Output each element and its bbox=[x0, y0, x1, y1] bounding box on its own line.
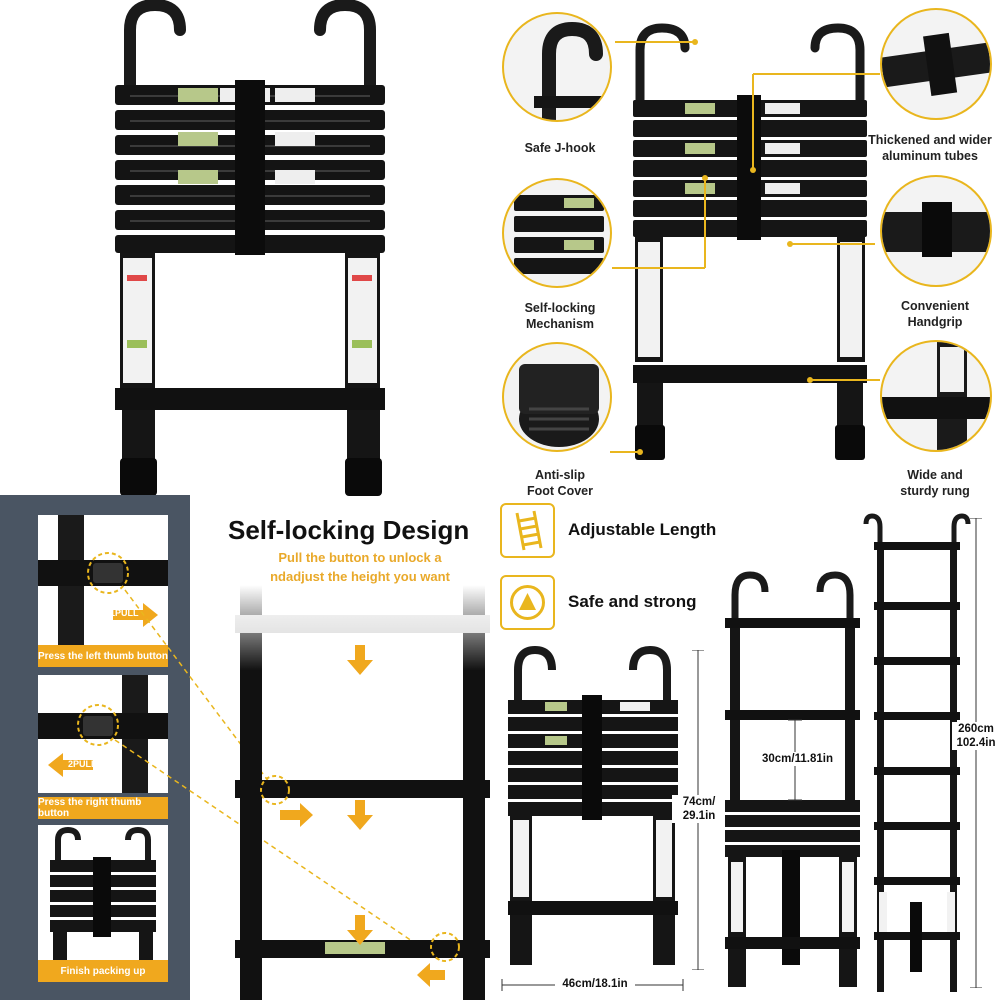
step1-banner: Press the left thumb button bbox=[38, 645, 168, 667]
handgrip-icon bbox=[882, 202, 990, 257]
tubes-detail bbox=[880, 8, 992, 120]
partial-ladder-icon bbox=[725, 571, 860, 987]
main-ladder-image bbox=[100, 0, 400, 500]
tubes-label-line1: Thickened and wider bbox=[868, 133, 992, 147]
j-hook-detail bbox=[502, 12, 612, 122]
height-dimension-label: 74cm/ 29.1in bbox=[672, 795, 726, 823]
height-dimension-line2: 29.1in bbox=[682, 810, 716, 822]
full-height-line1: 260cm bbox=[958, 723, 994, 735]
tubes-label-line2: aluminum tubes bbox=[882, 149, 978, 163]
adjustable-length-label: Adjustable Length bbox=[568, 520, 717, 539]
step2-banner: Press the right thumb button bbox=[38, 797, 168, 819]
step3-banner: Finish packing up bbox=[38, 960, 168, 982]
foot-cover-detail bbox=[502, 342, 612, 452]
full-ladder-icon bbox=[863, 513, 971, 992]
safe-icon-box bbox=[500, 575, 555, 630]
lock-mechanism-icon bbox=[514, 195, 604, 274]
rung-icon bbox=[882, 342, 990, 450]
hook-icon bbox=[534, 21, 604, 120]
selflocking-subtitle: Pull the button to unlock a ndadjust the… bbox=[260, 548, 460, 586]
selflocking-sub-line2: ndadjust the height you want bbox=[270, 569, 450, 584]
packed-ladder-icon bbox=[50, 826, 156, 960]
foot-cover-label-line1: Anti-slip bbox=[535, 468, 585, 482]
safe-strong-label: Safe and strong bbox=[568, 592, 697, 611]
shield-icon bbox=[510, 585, 545, 620]
collapsed-ladder-icon bbox=[115, 0, 385, 496]
handgrip-label-line2: Handgrip bbox=[907, 315, 963, 329]
step2-photo: 2PULL bbox=[38, 675, 168, 793]
handgrip-detail bbox=[880, 175, 992, 287]
step1-arrow-label: 1PULL bbox=[110, 608, 139, 618]
rung-label-line1: Wide and bbox=[907, 468, 963, 482]
selflocking-sub-line1: Pull the button to unlock a bbox=[278, 550, 442, 565]
foot-cover-label: Anti-slip Foot Cover bbox=[505, 467, 615, 499]
steps-panel: 1PULL Press the left thumb button 2PULL … bbox=[0, 495, 190, 1000]
dimension-full-ladder bbox=[862, 512, 972, 994]
self-locking-detail bbox=[502, 178, 612, 288]
rung-label-line2: sturdy rung bbox=[900, 484, 970, 498]
adjustable-icon-box bbox=[500, 503, 555, 558]
extended-ladder-icon bbox=[225, 585, 500, 1000]
handgrip-label: Convenient Handgrip bbox=[870, 298, 1000, 330]
full-height-dimension-label: 260cm 102.4in bbox=[952, 722, 1000, 750]
rung-gap-dimension-label: 30cm/11.81in bbox=[755, 752, 840, 766]
self-locking-label-line2: Mechanism bbox=[525, 317, 595, 331]
width-dimension-label: 46cm/18.1in bbox=[555, 977, 635, 991]
tube-icon bbox=[882, 32, 990, 96]
full-height-line2: 102.4in bbox=[956, 737, 996, 749]
full-height-dimension-line bbox=[970, 518, 982, 988]
step1-photo: 1PULL bbox=[38, 515, 168, 645]
rung-label: Wide and sturdy rung bbox=[870, 467, 1000, 499]
ladder-icon bbox=[515, 510, 543, 551]
dimension-collapsed-ladder bbox=[500, 645, 685, 975]
foot-cover-label-line2: Foot Cover bbox=[527, 484, 593, 498]
thumb-button-icon bbox=[38, 515, 168, 645]
handgrip-label-line1: Convenient bbox=[900, 299, 970, 313]
selflocking-ladder-image bbox=[225, 585, 500, 1000]
tubes-label: Thickened and wider aluminum tubes bbox=[860, 132, 1000, 164]
height-dimension-line1: 74cm/ bbox=[682, 796, 716, 808]
callout-lines bbox=[610, 39, 880, 455]
collapsed-ladder-small-icon bbox=[508, 645, 678, 965]
self-locking-label-line1: Self-locking bbox=[524, 301, 596, 315]
rung-detail bbox=[880, 340, 992, 452]
dimension-partial-ladder bbox=[720, 570, 865, 990]
j-hook-label: Safe J-hook bbox=[524, 141, 596, 155]
self-locking-label: Self-locking Mechanism bbox=[505, 300, 615, 332]
step3-photo bbox=[38, 825, 168, 960]
selflocking-title: Self-locking Design bbox=[228, 515, 470, 545]
thumb-button-right-icon bbox=[38, 675, 168, 793]
step2-arrow-label: 2PULL bbox=[68, 759, 97, 769]
foot-cover-icon bbox=[519, 364, 599, 447]
